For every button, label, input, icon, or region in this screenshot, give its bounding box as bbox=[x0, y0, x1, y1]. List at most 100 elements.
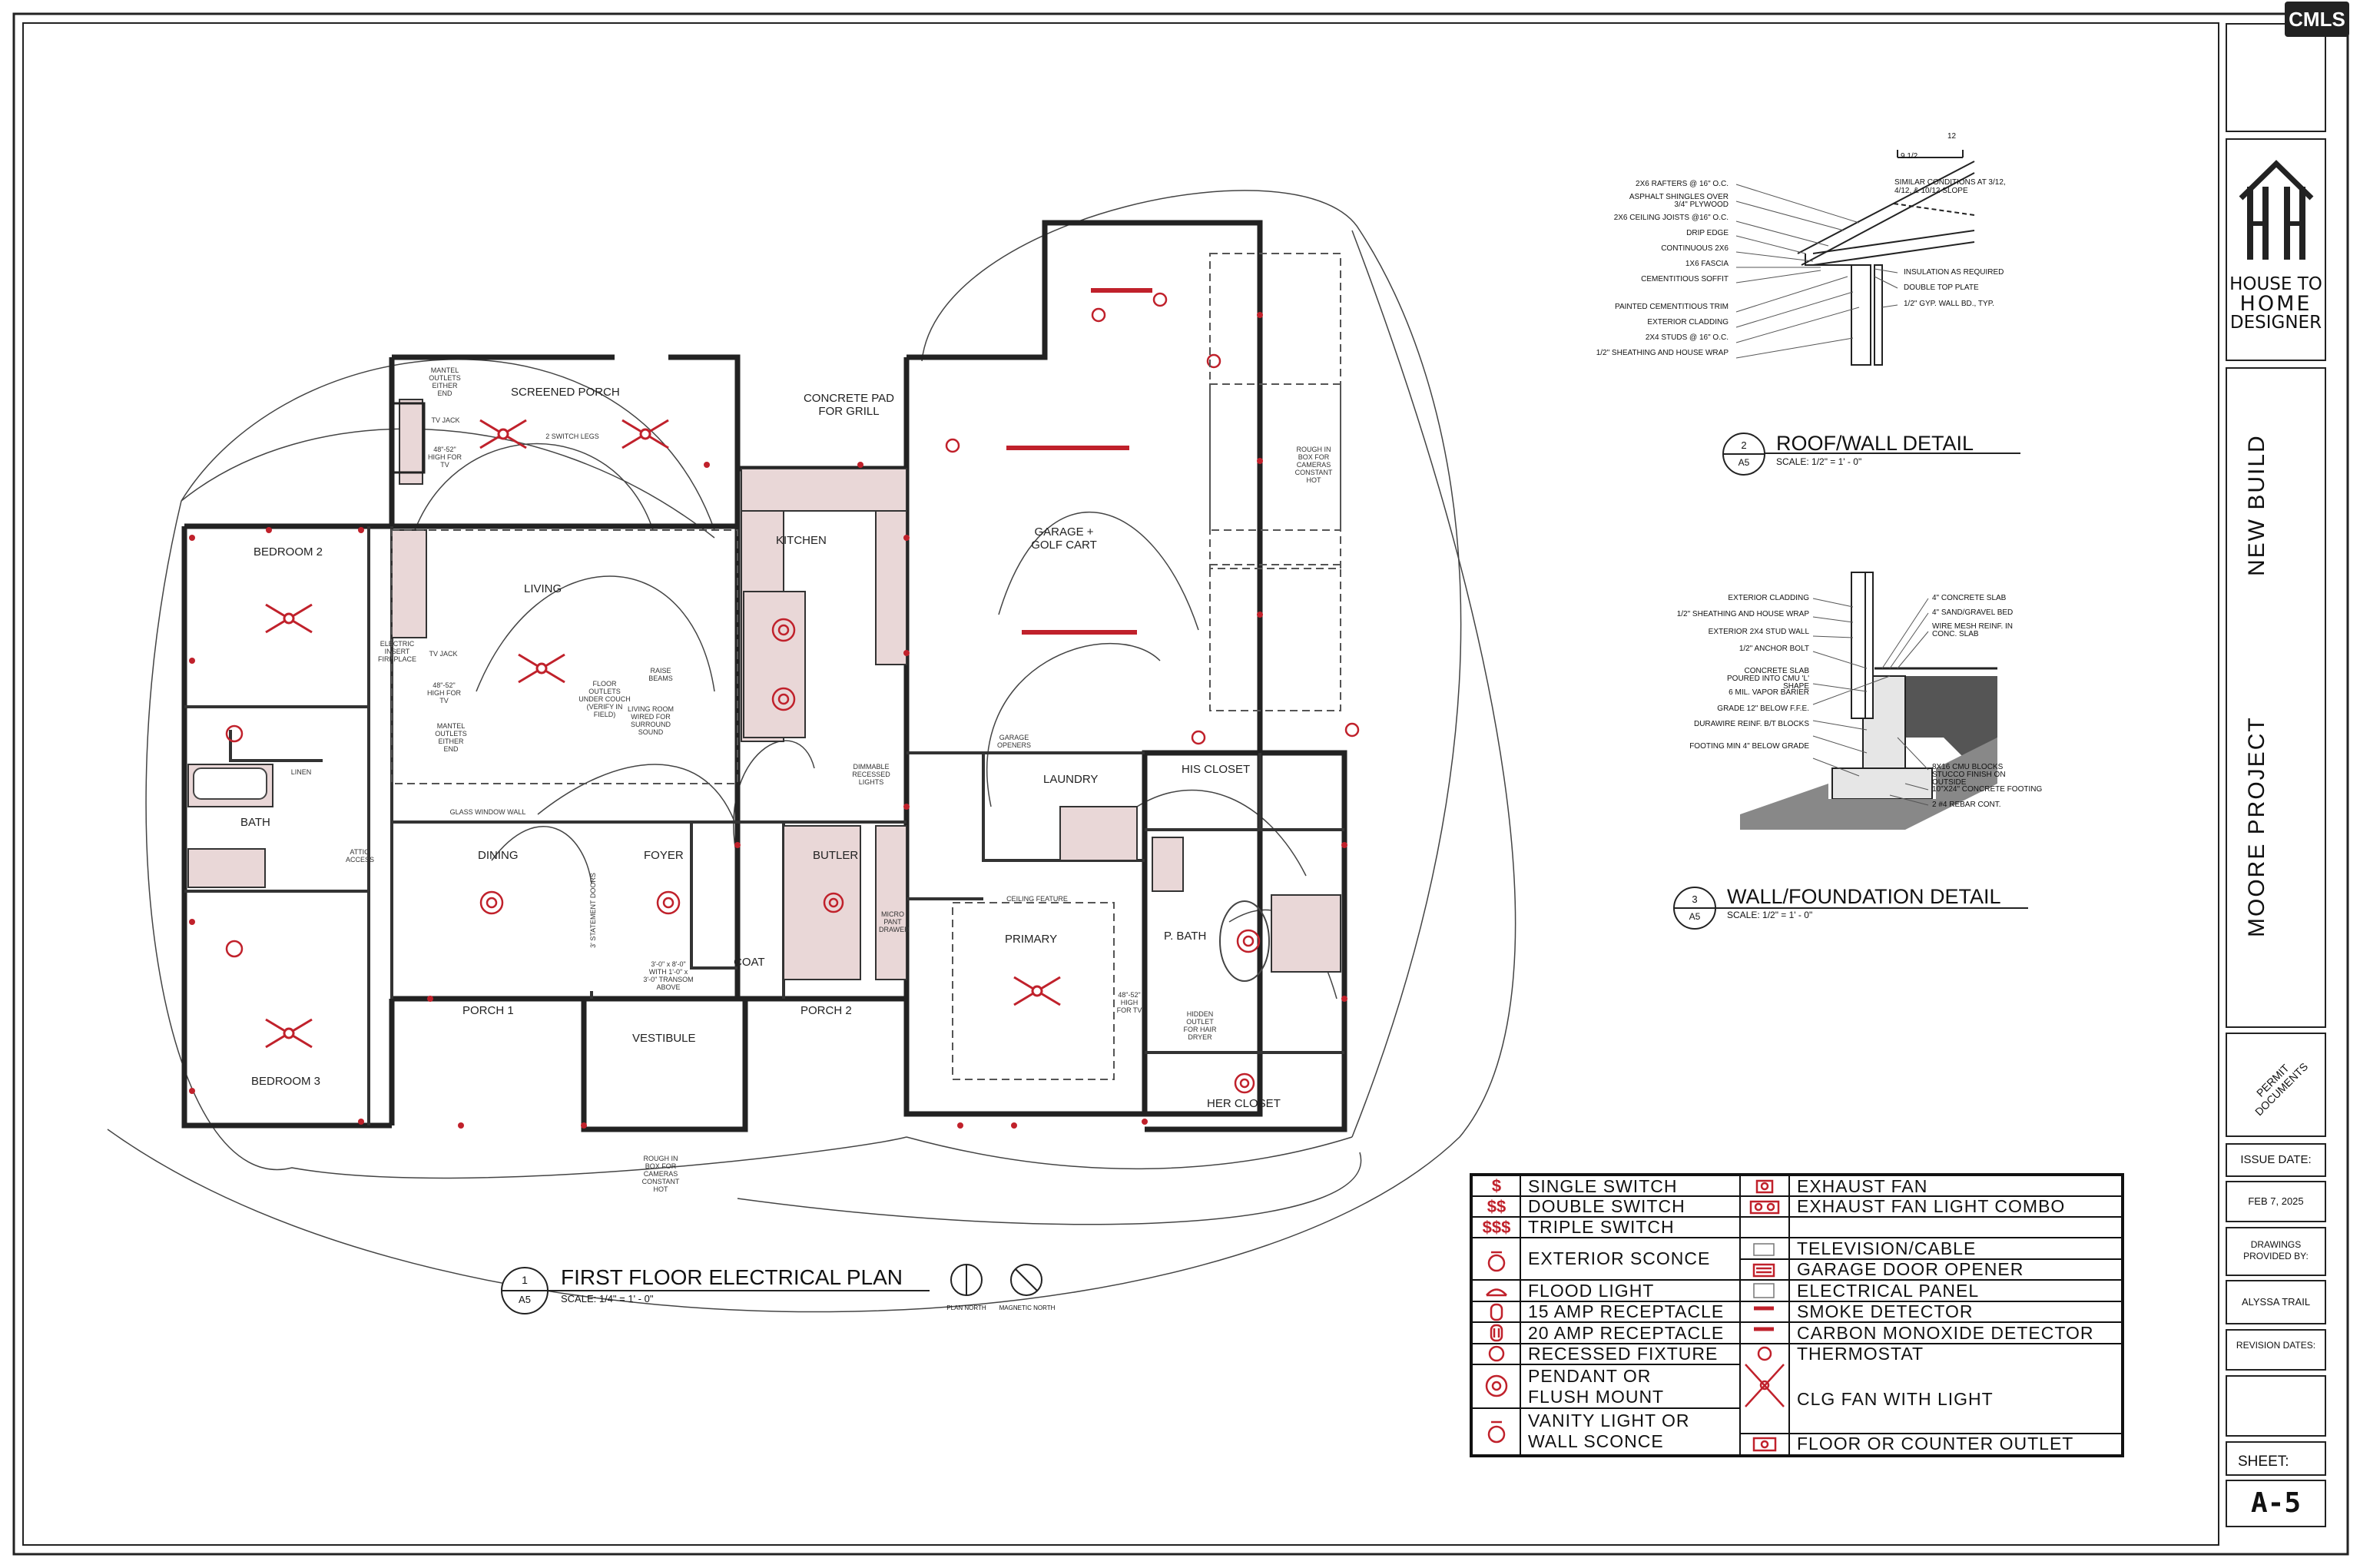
project-type: NEW BUILD bbox=[2244, 434, 2269, 576]
plan-north-label: PLAN NORTH bbox=[946, 1304, 986, 1311]
receptacles bbox=[189, 288, 1347, 1129]
legend-row-panel: ELECTRICAL PANEL bbox=[1789, 1280, 1979, 1301]
legend-label: RECESSED FIXTURE bbox=[1528, 1344, 1719, 1364]
roof-note: 1/2" SHEATHING AND HOUSE WRAP bbox=[1596, 349, 1729, 357]
note-attic-access: ATTIC ACCESS bbox=[346, 848, 375, 864]
sheet-label: SHEET: bbox=[2226, 1441, 2326, 1476]
legend-label: PENDANT OR FLUSH MOUNT bbox=[1528, 1365, 1665, 1407]
roof-note: DRIP EDGE bbox=[1686, 229, 1729, 237]
foundation-note-sand: 4" SAND/GRAVEL BED bbox=[1932, 608, 2014, 617]
roof-note: 2X4 STUDS @ 16" O.C. bbox=[1645, 333, 1729, 342]
roof-detail-title: ROOF/WALL DETAIL bbox=[1776, 432, 1974, 455]
foundation-note-rebar: 2 #4 REBAR CONT. bbox=[1932, 801, 2001, 809]
garage-doors bbox=[391, 253, 1341, 1080]
legend-label: TELEVISION/CABLE bbox=[1797, 1238, 1977, 1258]
roof-pitch-run: 12 bbox=[1947, 132, 1957, 141]
foundation-note: DURAWIRE REINF. B/T BLOCKS bbox=[1693, 720, 1809, 728]
legend-row-exhaust-light: EXHAUST FAN LIGHT COMBO bbox=[1789, 1196, 2065, 1217]
ceiling-fans bbox=[265, 419, 1061, 1049]
legend-row-exterior-sconce: EXTERIOR SCONCE bbox=[1520, 1238, 1740, 1280]
foundation-note: 1/2" SHEATHING AND HOUSE WRAP bbox=[1676, 610, 1809, 618]
foundation-note: EXTERIOR 2X4 STUD WALL bbox=[1708, 628, 1809, 636]
legend-row-thermostat: THERMOSTAT bbox=[1789, 1344, 1924, 1364]
watermark-logo: CMLS bbox=[2285, 2, 2349, 37]
legend-row-flood-light: FLOOD LIGHT bbox=[1520, 1280, 1740, 1301]
note-rough-in-garage: ROUGH IN BOX FOR CAMERAS CONSTANT HOT bbox=[1294, 446, 1333, 484]
roof-wall-detail-drawing bbox=[1797, 150, 1975, 366]
note-garage-openers: GARAGE OPENERS bbox=[996, 734, 1031, 749]
legend-label: SINGLE SWITCH bbox=[1528, 1175, 1678, 1196]
foundation-note-footing: 10"X24" CONCRETE FOOTING bbox=[1932, 785, 2043, 794]
light-fixtures bbox=[225, 292, 1360, 1094]
foundation-note: EXTERIOR CLADDING bbox=[1728, 594, 1809, 602]
legend-row-15a: 15 AMP RECEPTACLE bbox=[1520, 1301, 1740, 1322]
note-dimmable: DIMMABLE RECESSED LIGHTS bbox=[852, 763, 890, 786]
legend-label: SMOKE DETECTOR bbox=[1797, 1301, 1974, 1321]
legend-row-tv: TELEVISION/CABLE bbox=[1789, 1238, 1976, 1259]
room-p-bath: P. BATH bbox=[1164, 930, 1207, 943]
legend-label: ELECTRICAL PANEL bbox=[1797, 1280, 1980, 1301]
legend-row-triple-switch: $$$ TRIPLE SWITCH bbox=[1473, 1217, 1740, 1238]
room-laundry: LAUNDRY bbox=[1043, 773, 1099, 786]
note-mantel-bottom: MANTEL OUTLETS EITHER END bbox=[435, 722, 467, 753]
house-logo-icon bbox=[2239, 160, 2314, 260]
exterior-walls bbox=[181, 220, 1347, 1132]
legend-row-vanity: VANITY LIGHT OR WALL SCONCE bbox=[1520, 1408, 1720, 1454]
note-glass-window-wall: GLASS WINDOW WALL bbox=[449, 808, 526, 816]
legend-label: 15 AMP RECEPTACLE bbox=[1528, 1301, 1725, 1321]
legend-label: GARAGE DOOR OPENER bbox=[1797, 1259, 2024, 1279]
revision-dates-blank bbox=[2226, 1375, 2326, 1437]
legend-row-co: CARBON MONOXIDE DETECTOR bbox=[1789, 1322, 2094, 1344]
legend-label: 20 AMP RECEPTACLE bbox=[1528, 1322, 1725, 1343]
foundation-note: GRADE 12" BELOW F.F.E. bbox=[1717, 704, 1809, 713]
legend-row-fan: CLG FAN WITH LIGHT bbox=[1789, 1364, 1994, 1434]
room-living: LIVING bbox=[524, 582, 562, 595]
note-tv-primary: 48"-52" HIGH FOR TV bbox=[1116, 991, 1142, 1014]
foundation-note: CONCRETE SLAB POURED INTO CMU 'L' SHAPE bbox=[1727, 667, 1809, 691]
note-tv-jack-2: TV JACK bbox=[429, 650, 458, 658]
room-primary: PRIMARY bbox=[1005, 933, 1058, 946]
legend-row-double-switch: $$ DOUBLE SWITCH bbox=[1473, 1196, 1740, 1217]
roof-note-insulation: INSULATION AS REQUIRED bbox=[1904, 268, 2004, 277]
logo-panel: HOUSE TO HOME DESIGNER bbox=[2226, 138, 2326, 361]
legend-row-exhaust-fan: EXHAUST FAN bbox=[1789, 1176, 1927, 1196]
roof-note: EXTERIOR CLADDING bbox=[1647, 318, 1729, 327]
legend-label: EXTERIOR SCONCE bbox=[1528, 1248, 1711, 1268]
freestanding-tub bbox=[1219, 900, 1270, 982]
foundation-note-cmu: 8X16 CMU BLOCKS STUCCO FINISH ON OUTSIDE bbox=[1932, 763, 2006, 787]
foundation-bubble-sheet: A5 bbox=[1689, 911, 1701, 922]
foundation-note: 1/2" ANCHOR BOLT bbox=[1739, 645, 1809, 653]
cabinetry bbox=[187, 399, 1341, 980]
legend-label: VANITY LIGHT OR WALL SCONCE bbox=[1528, 1411, 1690, 1451]
note-mantel-top: MANTEL OUTLETS EITHER END bbox=[429, 366, 461, 397]
foundation-detail-scale: SCALE: 1/2" = 1' - 0" bbox=[1727, 910, 1813, 920]
foundation-detail-drawing bbox=[1740, 572, 1997, 830]
foundation-left-notes: EXTERIOR CLADDING 1/2" SHEATHING AND HOU… bbox=[1644, 594, 1809, 751]
note-linen: LINEN bbox=[290, 768, 312, 776]
foundation-note-mesh: WIRE MESH REINF. IN CONC. SLAB bbox=[1932, 622, 2014, 638]
north-arrows bbox=[950, 1264, 1042, 1296]
legend-label: TRIPLE SWITCH bbox=[1528, 1217, 1675, 1237]
drawn-by: ALYSSA TRAIL bbox=[2226, 1280, 2326, 1324]
foundation-note: 6 MIL. VAPOR BARIER bbox=[1729, 688, 1809, 697]
legend-label: DOUBLE SWITCH bbox=[1528, 1196, 1685, 1216]
note-tv-high: 48"-52" HIGH FOR TV bbox=[428, 446, 462, 469]
note-tv-high-2: 48"-52" HIGH FOR TV bbox=[427, 681, 461, 704]
roof-left-notes: 2X6 RAFTERS @ 16" O.C. ASPHALT SHINGLES … bbox=[1552, 177, 1729, 361]
room-screened-porch: SCREENED PORCH bbox=[511, 386, 620, 399]
magnetic-north-label: MAGNETIC NORTH bbox=[999, 1304, 1056, 1311]
room-vestibule: VESTIBULE bbox=[632, 1032, 696, 1045]
note-electric-insert: ELECTRIC INSERT FIREPLACE bbox=[378, 640, 417, 663]
room-foyer: FOYER bbox=[644, 849, 684, 862]
title-block-top-blank bbox=[2226, 23, 2326, 132]
fireplace bbox=[392, 402, 426, 474]
room-bedroom-3: BEDROOM 3 bbox=[251, 1075, 321, 1088]
legend-label: THERMOSTAT bbox=[1797, 1344, 1924, 1364]
logo-text: HOUSE TO HOME DESIGNER bbox=[2227, 275, 2325, 333]
note-micro: MICRO PANT DRAWER bbox=[879, 910, 910, 933]
roof-note: ASPHALT SHINGLES OVER 3/4" PLYWOOD bbox=[1629, 193, 1729, 209]
legend-label: FLOOD LIGHT bbox=[1528, 1280, 1655, 1301]
legend-label: FLOOR OR COUNTER OUTLET bbox=[1797, 1434, 2074, 1454]
